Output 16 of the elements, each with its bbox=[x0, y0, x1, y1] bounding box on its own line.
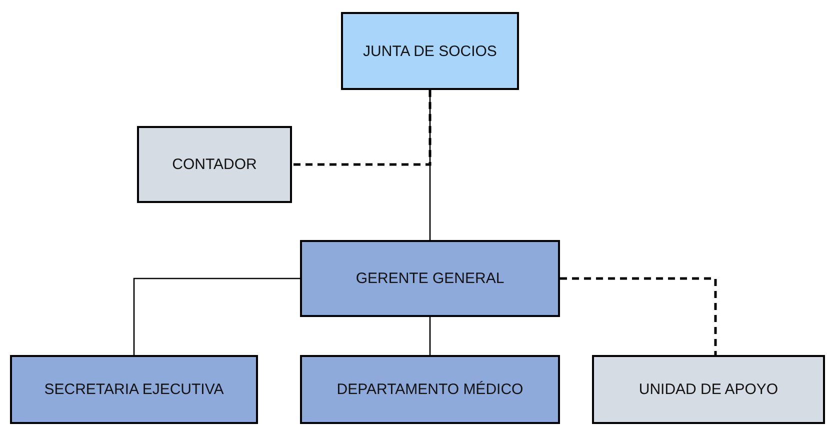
org-box bbox=[300, 355, 560, 424]
box-label: UNIDAD DE APOYO bbox=[638, 381, 778, 398]
dashed-connector bbox=[292, 90, 432, 166]
org-box bbox=[10, 355, 258, 424]
box-label: GERENTE GENERAL bbox=[356, 270, 504, 287]
org-box bbox=[137, 126, 292, 203]
dashed-connector bbox=[560, 277, 717, 355]
org-box bbox=[300, 240, 560, 317]
box-label: JUNTA DE SOCIOS bbox=[363, 42, 497, 60]
box-label: CONTADOR bbox=[172, 156, 257, 173]
box-label: SECRETARIA EJECUTIVA bbox=[44, 381, 224, 398]
connector-line bbox=[133, 278, 300, 355]
connector-line bbox=[429, 317, 431, 355]
org-box bbox=[592, 355, 825, 424]
org-box bbox=[341, 12, 519, 90]
box-label: DEPARTAMENTO MÉDICO bbox=[336, 381, 524, 398]
